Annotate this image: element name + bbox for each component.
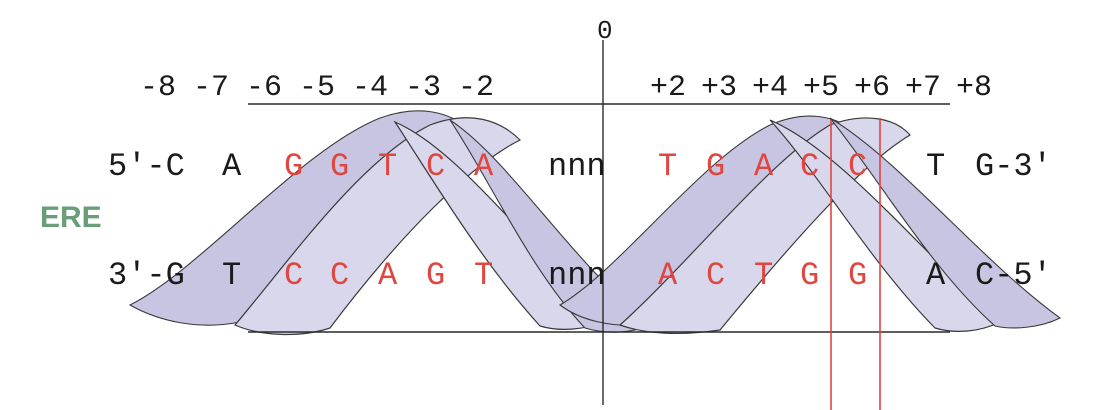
position-label: -3 [405,71,441,105]
base-letter: A [378,257,398,294]
position-label: -8 [140,71,176,105]
base-letter: T [926,148,945,185]
base-letter: C [330,257,349,294]
position-label: -5 [299,71,335,105]
helix-ribbon-cross-right-2 [829,117,1062,329]
helix-ribbons [128,110,1062,336]
base-letter: nnn [548,257,606,294]
position-label: -6 [246,71,282,105]
base-letter: A [474,148,494,185]
base-letter: G [284,148,303,185]
base-letter: T [474,257,493,294]
base-letter: G [330,148,349,185]
base-letter: G [426,257,445,294]
base-letter: C [848,148,867,185]
strand-prefix: 3′-G [108,257,185,294]
base-letter: G [706,148,725,185]
base-letter: C [706,257,725,294]
position-label: +6 [854,71,890,105]
position-label: +3 [701,71,737,105]
strand-suffix: G-3′ [975,148,1052,185]
base-letter: T [378,148,397,185]
base-letter: nnn [548,148,606,185]
strand-suffix: C-5′ [975,257,1052,294]
base-letter: A [658,257,678,294]
base-letter: A [754,148,774,185]
position-label: +2 [650,71,686,105]
base-letter: T [222,257,241,294]
position-label: +8 [956,71,992,105]
base-letter: G [848,257,867,294]
center-zero-label: 0 [597,16,613,46]
base-letter: C [800,148,819,185]
position-label: +5 [803,71,839,105]
base-letter: G [800,257,819,294]
base-letter: T [754,257,773,294]
base-letter: C [426,148,445,185]
base-letter: A [222,148,242,185]
position-labels-right: +2 +3 +4 +5 +6 +7 +8 [650,71,992,105]
base-letter: C [284,257,303,294]
position-label: +4 [752,71,788,105]
position-labels-left: -8 -7 -6 -5 -4 -3 -2 [140,71,494,105]
position-label: +7 [905,71,941,105]
helix-ribbon-cross-right [769,119,1002,332]
ere-label: ERE [40,201,102,234]
position-label: -2 [458,71,494,105]
position-label: -7 [193,71,229,105]
strand-prefix: 5′-C [108,148,185,185]
position-label: -4 [352,71,388,105]
base-letter: T [658,148,677,185]
base-letter: A [926,257,946,294]
